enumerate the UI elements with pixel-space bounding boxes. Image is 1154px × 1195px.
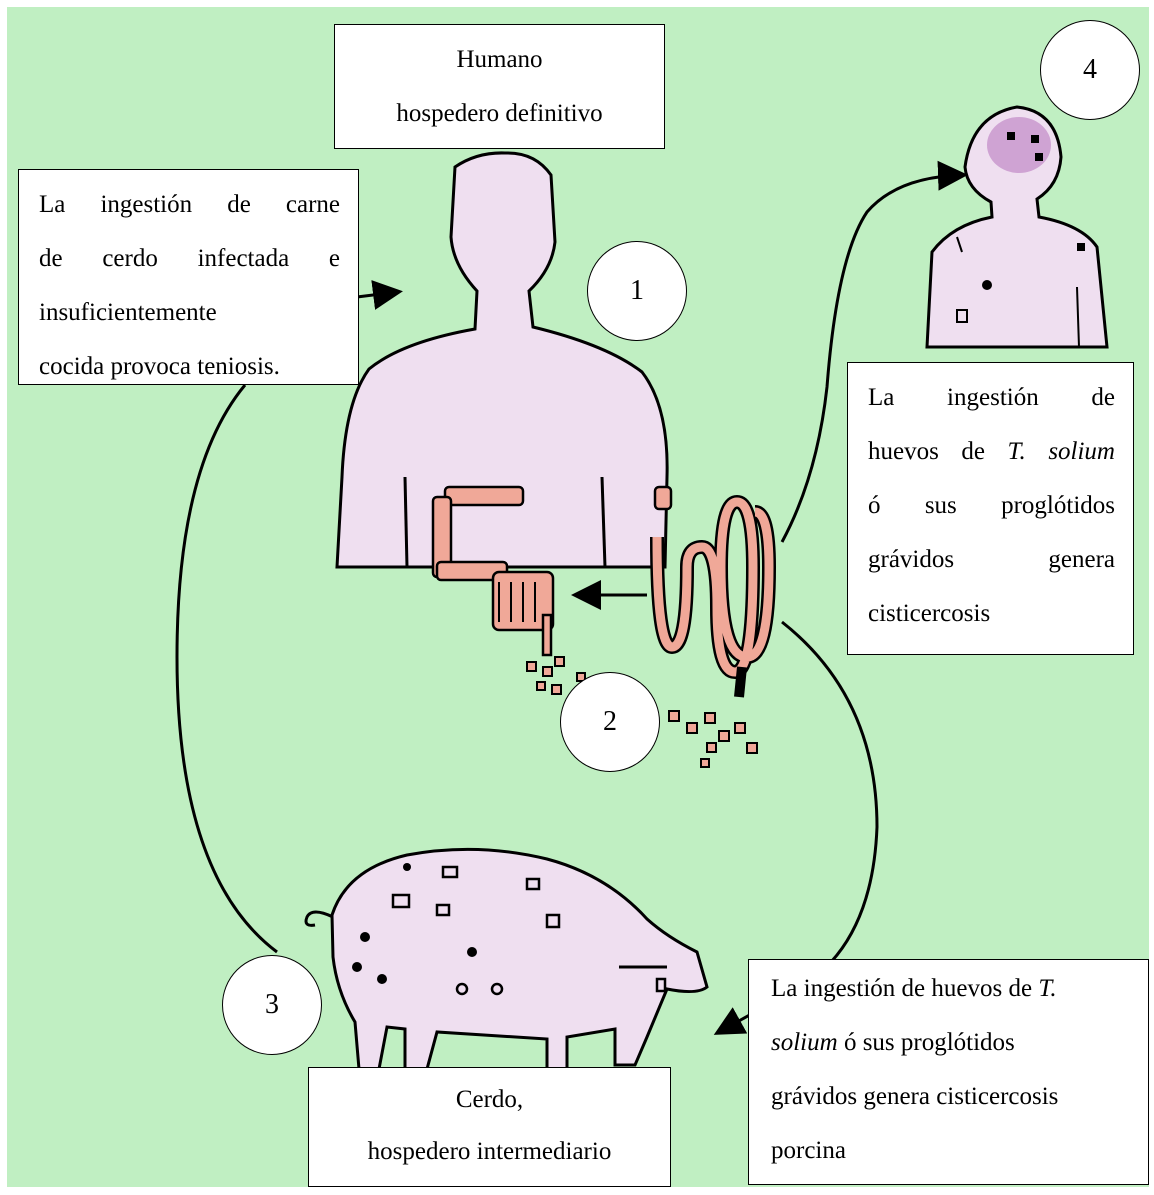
porcina-line-2: solium ó sus proglótidos [771,1016,1138,1070]
tapeworm-coil [657,502,769,697]
cisticercosis-line-5: cisticercosis [868,587,1115,641]
step-3-label: 3 [265,989,279,1021]
cisticercosis-line-4: grávidos genera [868,533,1115,587]
step-4-circle: 4 [1040,20,1140,120]
teniosis-line-4: cocida provoca teniosis. [39,340,340,394]
diagram-canvas: Humano hospedero definitivo La ingestión… [7,7,1149,1187]
teniosis-line-2: de cerdo infectada e [39,232,340,286]
pig-silhouette [332,849,707,1069]
arrow-box-to-human [357,292,397,297]
pig-host-title: Cerdo, [309,1074,670,1126]
brain-lesion [987,117,1051,173]
cisticercosis-box: La ingestión de huevos de T. solium ó su… [847,362,1134,655]
porcina-line-4: porcina [771,1124,1138,1178]
cisticercosis-line-1: La ingestión de [868,371,1115,425]
cisticercosis-line-2: huevos de T. solium [868,425,1115,479]
cisticercosis-porcina-box: La ingestión de huevos de T. solium ó su… [748,959,1149,1185]
step-1-circle: 1 [587,241,687,341]
porcina-line-3: grávidos genera cisticercosis [771,1070,1138,1124]
arrow-pig-to-human [177,385,277,952]
teniosis-line-1: La ingestión de carne [39,178,340,232]
human-host-subtitle: hospedero definitivo [335,87,664,141]
porcina-line-1: La ingestión de huevos de T. [771,962,1138,1016]
step-2-label: 2 [603,706,617,738]
step-2-circle: 2 [560,672,660,772]
cisticercosis-line-3: ó sus proglótidos [868,479,1115,533]
teniosis-box: La ingestión de carne de cerdo infectada… [18,169,359,385]
teniosis-line-3: insuficientemente [39,286,340,340]
step-3-circle: 3 [222,955,322,1055]
pig-tail [306,912,333,925]
human-host-title: Humano [335,33,664,87]
human-host-box: Humano hospedero definitivo [334,24,665,149]
pig-host-box: Cerdo, hospedero intermediario [308,1067,671,1187]
step-1-label: 1 [630,275,644,307]
step-4-label: 4 [1083,54,1097,86]
pig-host-subtitle: hospedero intermediario [309,1126,670,1178]
